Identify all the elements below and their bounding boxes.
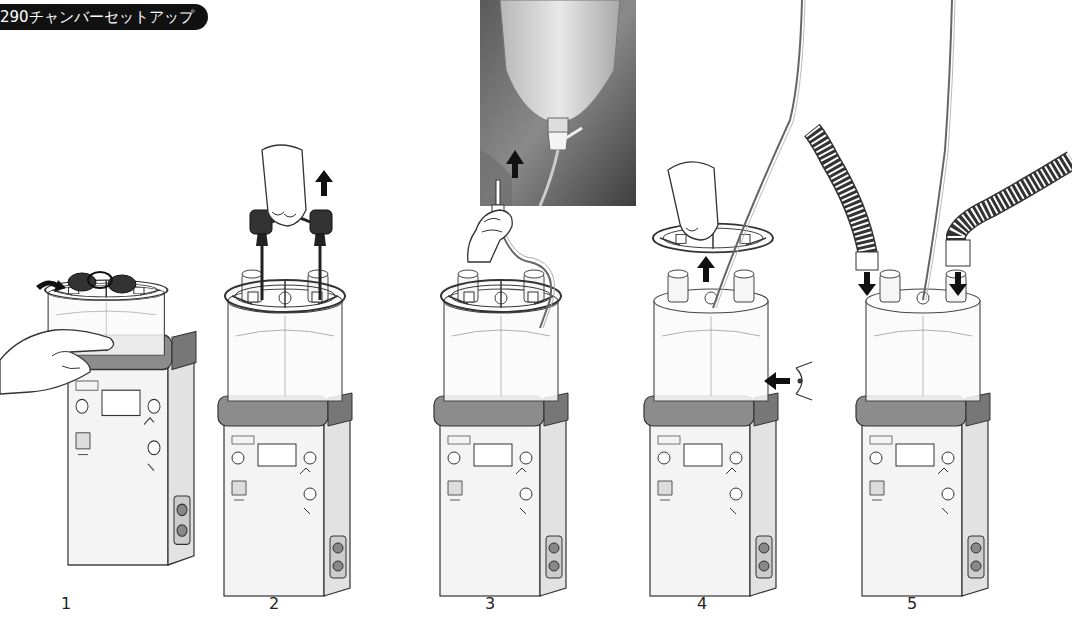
section-title: 290チャンバーセットアップ [0,4,208,30]
step-1-illustration [0,272,196,565]
step-number: 1 [54,594,78,613]
step-number: 2 [262,594,286,613]
step-number: 4 [690,594,714,613]
step-number: 5 [900,594,924,613]
photo-inset [480,0,636,206]
step-4-illustration [644,0,812,596]
step-2-illustration [218,145,352,596]
step-5-illustration [812,0,1072,596]
step-3-illustration [434,150,568,596]
step-number: 3 [478,594,502,613]
